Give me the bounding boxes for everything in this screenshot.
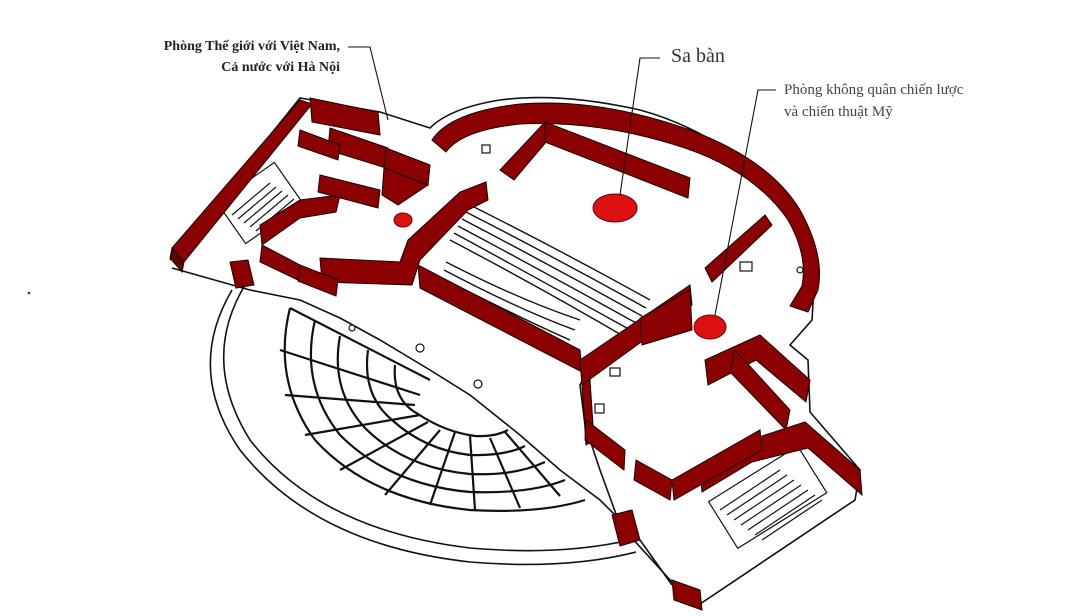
walls bbox=[169, 97, 863, 611]
stray-dot bbox=[27, 291, 31, 295]
label-world-room-line2: Cả nước với Hà Nội bbox=[221, 60, 340, 75]
stair-south-east bbox=[707, 445, 828, 550]
dome-grid bbox=[279, 307, 586, 512]
leader-lines bbox=[348, 46, 776, 316]
label-air-defense-line2: và chiến thuật Mỹ bbox=[784, 104, 893, 120]
fixtures bbox=[348, 144, 804, 414]
label-world-room: Phòng Thế giới với Việt Nam, Cả nước với… bbox=[84, 36, 340, 78]
air-defense-marker bbox=[693, 314, 727, 340]
label-air-defense: Phòng không quân chiến lược và chiến thu… bbox=[784, 79, 963, 123]
curved-hall bbox=[209, 284, 637, 566]
sand-table-marker bbox=[592, 193, 638, 223]
label-air-defense-line1: Phòng không quân chiến lược bbox=[784, 82, 964, 98]
auditorium-rows bbox=[441, 204, 651, 341]
world-room-marker bbox=[393, 212, 413, 228]
label-world-room-line1: Phòng Thế giới với Việt Nam, bbox=[163, 39, 340, 54]
label-sand-table: Sa bàn bbox=[671, 45, 725, 67]
